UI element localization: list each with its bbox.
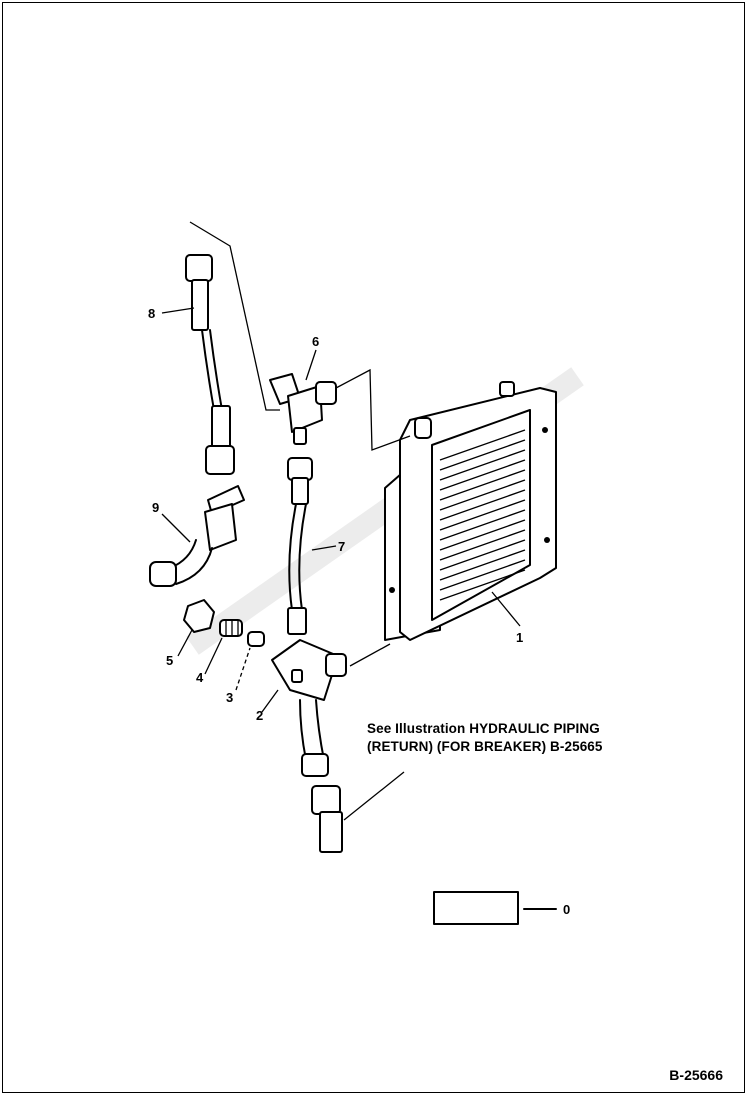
oil-cooler-assembly [384,381,557,641]
callout-0: 0 [563,902,570,917]
hose-7 [287,457,337,635]
routing-lines [189,221,411,667]
callout-7: 7 [338,539,345,554]
block-2 [261,639,347,777]
assembly-symbol-box [433,891,557,925]
reference-note: See Illustration HYDRAULIC PIPING (RETUR… [367,720,603,756]
figure-number: B-25666 [669,1067,723,1083]
callout-1: 1 [516,630,523,645]
callout-2: 2 [256,708,263,723]
tee-fitting-6 [269,349,337,445]
hose-8 [161,254,235,475]
plug-5 [177,599,215,657]
callout-8: 8 [148,306,155,321]
callout-3: 3 [226,690,233,705]
spring-4 [204,619,243,675]
poppet-3 [235,631,265,691]
callout-6: 6 [312,334,319,349]
return-hose [311,771,405,853]
reference-note-line-1: See Illustration HYDRAULIC PIPING [367,721,600,736]
callout-4: 4 [196,670,204,685]
elbow-9 [149,485,245,587]
reference-note-line-2: (RETURN) (FOR BREAKER) B-25665 [367,739,603,754]
callout-9: 9 [152,500,159,515]
callout-5: 5 [166,653,173,668]
